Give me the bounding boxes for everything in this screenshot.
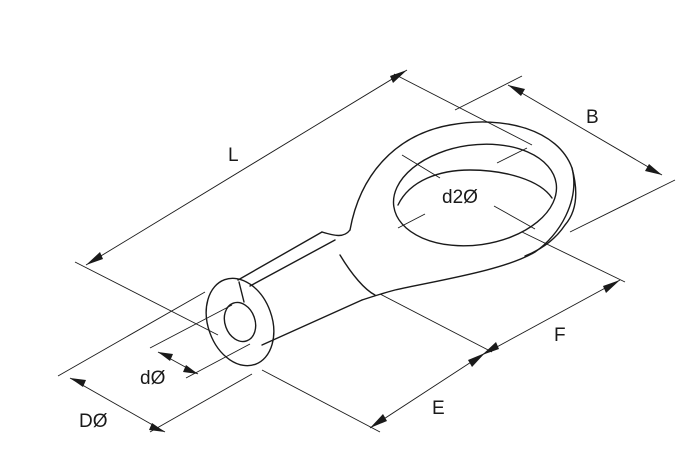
dimension-E: E xyxy=(261,352,486,433)
dimension-B: B xyxy=(454,75,676,233)
ring-terminal-drawing xyxy=(205,121,577,367)
barrel-front-outer xyxy=(205,277,275,367)
dimension-line xyxy=(481,279,621,356)
neck-upper xyxy=(321,229,351,237)
dimension-F: F xyxy=(379,231,626,356)
dimension-line xyxy=(401,154,441,179)
arrowhead xyxy=(149,423,165,432)
dimension-d: dØ xyxy=(140,304,251,389)
extension-line xyxy=(149,304,233,349)
arrowhead xyxy=(390,70,407,83)
dimension-d2: d2Ø xyxy=(397,147,536,230)
arrowhead xyxy=(645,164,662,175)
dimension-label-L: L xyxy=(228,145,239,166)
dimension-L: L xyxy=(74,69,533,336)
barrel-bottom-edge xyxy=(261,299,363,346)
extension-line xyxy=(521,231,626,283)
dimension-label-D: DØ xyxy=(79,411,108,432)
arrowhead xyxy=(70,378,86,387)
extension-line xyxy=(74,261,219,336)
dimension-line xyxy=(85,69,408,266)
extension-line xyxy=(454,75,523,111)
arrowhead xyxy=(508,85,525,96)
dimension-label-d2: d2Ø xyxy=(442,187,478,208)
barrel-slit xyxy=(238,281,245,303)
barrel-seam xyxy=(249,239,336,287)
extension-line xyxy=(393,73,533,146)
extension-line xyxy=(149,373,253,433)
arrowhead xyxy=(86,252,103,265)
arrowhead xyxy=(468,353,485,367)
dimension-label-B: B xyxy=(586,107,599,128)
dimension-D: DØ xyxy=(57,291,253,433)
ring-thickness-edge xyxy=(524,167,577,257)
arrowhead xyxy=(183,365,198,374)
dimension-label-E: E xyxy=(432,398,445,419)
barrel-front-bore xyxy=(223,301,257,343)
extension-line xyxy=(569,179,676,233)
dimension-label-d: dØ xyxy=(140,368,166,389)
neck-lower xyxy=(339,254,376,296)
arrowhead xyxy=(603,280,620,293)
extension-line xyxy=(397,213,426,229)
dimension-label-F: F xyxy=(554,325,566,346)
ring-hole-inner-edge xyxy=(397,169,553,206)
extension-line xyxy=(185,343,251,379)
barrel-top-edge xyxy=(237,231,323,281)
extension-line xyxy=(379,293,493,353)
dimension-line xyxy=(507,84,663,176)
dimension-line xyxy=(493,205,536,230)
arrowhead xyxy=(370,414,387,428)
ring-outer-outline xyxy=(349,121,575,301)
arrowhead xyxy=(482,342,499,355)
arrowhead xyxy=(158,352,173,361)
extension-line xyxy=(261,369,381,433)
dimension-line xyxy=(369,352,486,429)
extension-line xyxy=(57,291,206,377)
ring-hole-outer xyxy=(392,143,558,247)
extension-line xyxy=(496,147,528,164)
dimension-line xyxy=(69,377,166,433)
